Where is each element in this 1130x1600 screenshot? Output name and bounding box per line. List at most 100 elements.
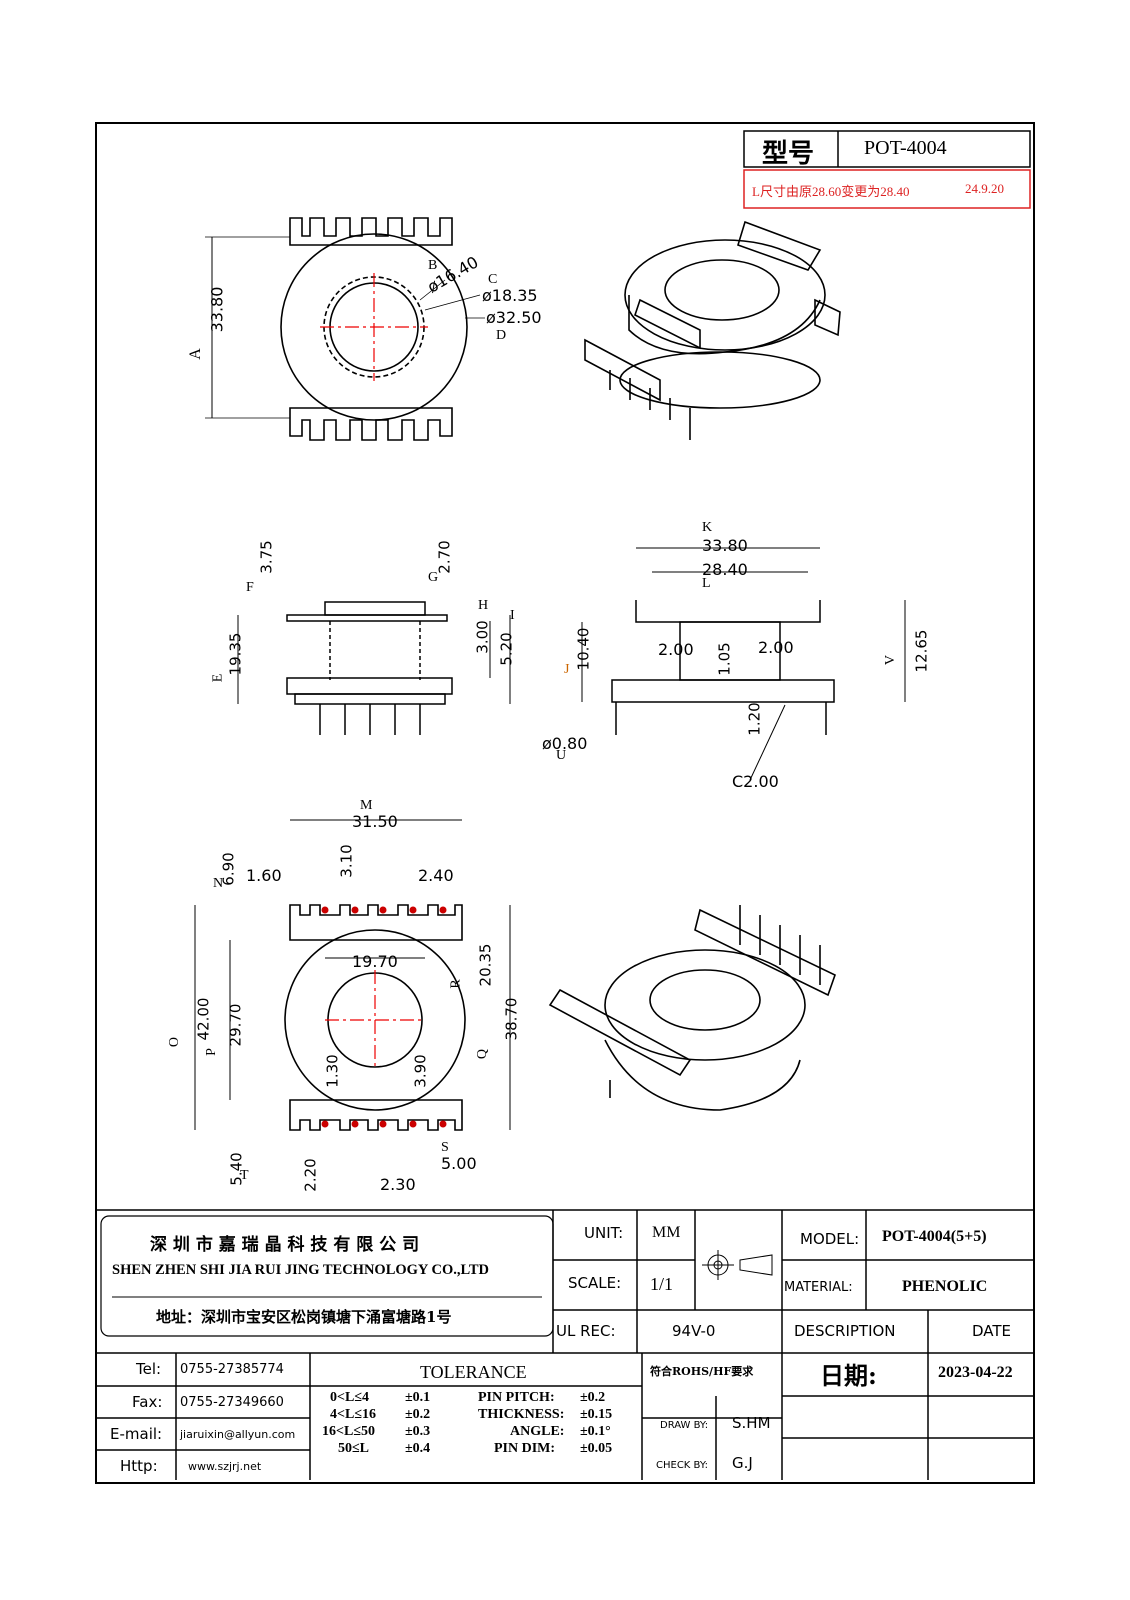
dim-P-value: 29.70: [226, 1003, 245, 1047]
dim-M-value: 31.50: [352, 812, 398, 831]
rohs-note: 符合ROHS/HF要求: [650, 1365, 754, 1378]
tol-value-1: ±0.1: [405, 1390, 431, 1405]
dim-J-label: J: [564, 662, 570, 677]
dim-B-label: B: [428, 258, 438, 273]
draw-value: S.HM: [732, 1414, 771, 1432]
check-value: G.J: [732, 1454, 753, 1472]
iso-view-top: [584, 220, 841, 440]
dim-pin-len: 1.20: [745, 702, 764, 736]
pin-dots: [321, 906, 447, 1128]
company-name-cn: 深 圳 市 嘉 瑞 晶 科 技 有 限 公 司: [150, 1235, 420, 1255]
dim-bot-b: 2.30: [380, 1175, 416, 1194]
dim-A-label: A: [186, 348, 204, 360]
dim-pitch-a: 1.60: [246, 866, 282, 885]
model-value: POT-4004: [864, 137, 947, 159]
unit-label: UNIT:: [584, 1224, 624, 1242]
spec-value-2: ±0.15: [580, 1407, 613, 1422]
side-view: [237, 601, 511, 735]
fax-value: 0755-27349660: [180, 1395, 284, 1410]
email-value[interactable]: jiaruixin@allyun.com: [180, 1428, 296, 1441]
spec-value-3: ±0.1°: [580, 1424, 611, 1439]
revision-box: [743, 169, 1031, 209]
dim-Q-label: Q: [475, 1048, 491, 1060]
dim-R-value: 20.35: [476, 943, 495, 987]
dim-h1: 1.30: [323, 1054, 342, 1088]
unit-value: MM: [652, 1224, 681, 1241]
dim-V-value: 12.65: [912, 629, 931, 673]
spec-label-4: PIN DIM:: [494, 1441, 556, 1456]
dim-C-label: C: [488, 272, 498, 287]
date-cn-label: 日期:: [820, 1361, 877, 1390]
dim-E-label: E: [210, 673, 226, 683]
tel-label: Tel:: [136, 1360, 162, 1378]
date-label: DATE: [972, 1322, 1012, 1340]
footer-grid: [96, 1209, 1034, 1480]
company-address: 地址：深圳市宝安区松岗镇塘下涌富塘路1号: [156, 1308, 452, 1326]
dim-Q-value: 38.70: [502, 997, 521, 1041]
iso-view-bottom: [548, 905, 836, 1111]
dim-D-label: D: [496, 328, 507, 343]
description-label: DESCRIPTION: [794, 1322, 896, 1340]
spec-label-2: THICKNESS:: [478, 1407, 565, 1422]
check-label: CHECK BY:: [656, 1460, 709, 1471]
tel-value: 0755-27385774: [180, 1362, 284, 1377]
spec-label-3: ANGLE:: [510, 1424, 565, 1439]
spec-value-1: ±0.2: [580, 1390, 606, 1405]
sheet-border: [95, 122, 1035, 1484]
spec-value-4: ±0.05: [580, 1441, 613, 1456]
dim-V-label: V: [883, 654, 899, 666]
fax-label: Fax:: [132, 1393, 163, 1411]
dim-C-value: ø18.35: [482, 286, 538, 305]
dim-N-value: 6.90: [219, 852, 238, 886]
revision-date: 24.9.20: [965, 181, 1004, 196]
dim-S-label: S: [441, 1140, 449, 1155]
bottom-view: [194, 819, 511, 1131]
dim-T-label: T: [240, 1168, 249, 1183]
dim-J-value: 10.40: [574, 627, 593, 671]
dim-G-label: G: [428, 570, 439, 585]
scale-label: SCALE:: [568, 1274, 622, 1292]
model-footer-label: MODEL:: [800, 1230, 860, 1248]
dim-P-label: P: [203, 1048, 219, 1056]
spec-label-1: PIN PITCH:: [478, 1390, 555, 1405]
material-value: PHENOLIC: [902, 1278, 988, 1295]
dim-L-label: L: [702, 576, 711, 591]
ul-label: UL REC:: [556, 1322, 616, 1340]
tol-range-4: 50≤L: [338, 1441, 370, 1456]
http-label: Http:: [120, 1457, 158, 1475]
dim-h2: 3.90: [411, 1054, 430, 1088]
tol-value-4: ±0.4: [405, 1441, 431, 1456]
tol-value-2: ±0.2: [405, 1407, 431, 1422]
dim-wall-right: 2.00: [758, 638, 794, 657]
top-view: [205, 217, 485, 441]
dim-O-value: 42.00: [194, 997, 213, 1041]
dim-T-value: 5.40: [227, 1152, 246, 1186]
dim-K-value: 33.80: [702, 536, 748, 555]
dim-E-value: 19.35: [226, 632, 245, 676]
projection-symbol: [702, 1250, 773, 1280]
dim-F-value: 3.75: [257, 540, 276, 574]
tol-range-2: 4<L≤16: [330, 1407, 376, 1422]
dim-F-label: F: [246, 580, 254, 595]
company-name-en: SHEN ZHEN SHI JIA RUI JING TECHNOLOGY CO…: [112, 1262, 489, 1278]
dim-H-value: 3.00: [473, 620, 492, 654]
dim-pitch-b: 3.10: [337, 844, 356, 878]
dim-G-value: 2.70: [435, 540, 454, 574]
dim-U-label: U: [556, 748, 567, 763]
date-value: 2023-04-22: [938, 1364, 1013, 1381]
dim-H-label: H: [478, 598, 489, 613]
dim-wall-left: 2.00: [658, 640, 694, 659]
dim-M-label: M: [360, 798, 373, 813]
dim-pitch-c: 2.40: [418, 866, 454, 885]
dim-bot-a: 2.20: [301, 1158, 320, 1192]
model-label: 型号: [762, 139, 815, 169]
tol-range-1: 0<L≤4: [330, 1390, 369, 1405]
dim-flange: 1.05: [715, 642, 734, 676]
model-box: [743, 130, 1031, 168]
dim-K-label: K: [702, 520, 713, 535]
http-value[interactable]: www.szjrj.net: [188, 1460, 262, 1473]
model-footer-value: POT-4004(5+5): [882, 1228, 987, 1245]
front-view: [581, 547, 906, 781]
dim-S-value: 5.00: [441, 1154, 477, 1173]
